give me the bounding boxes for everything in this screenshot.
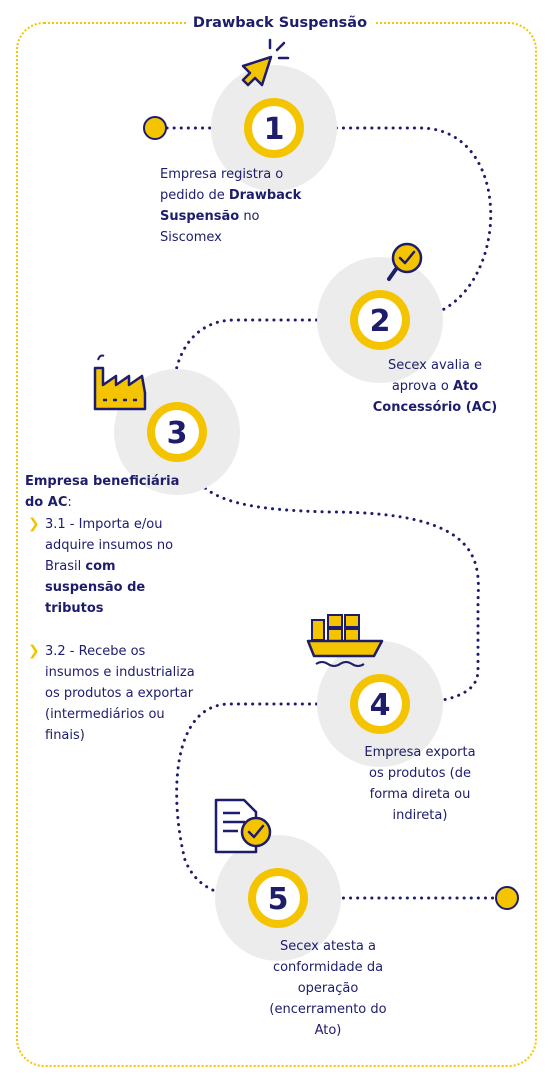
step-3-heading: Empresa beneficiária do AC: xyxy=(25,474,180,510)
step-4-badge: 4 xyxy=(350,674,410,734)
step-1-description: Empresa registra o pedido de Drawback Su… xyxy=(160,167,302,245)
page-title: Drawback Suspensão xyxy=(186,12,374,34)
flow-path xyxy=(165,126,497,900)
start-dot xyxy=(143,116,167,140)
step-1-badge: 1 xyxy=(244,98,304,158)
svg-text:2: 2 xyxy=(370,304,391,339)
step-5-description: Secex atesta a conformidade da operação … xyxy=(269,939,387,1038)
step-3-bullet-2: ❯ 3.2 - Recebe os insumos e industrializ… xyxy=(28,643,195,743)
svg-text:5: 5 xyxy=(268,882,289,917)
svg-text:4: 4 xyxy=(370,688,391,723)
factory-icon xyxy=(93,354,147,411)
chevron-right-icon: ❯ xyxy=(28,643,40,659)
step-2-description: Secex avalia e aprova o Ato Concessório … xyxy=(372,358,498,415)
step-4-description: Empresa exporta os produtos (de forma di… xyxy=(364,745,476,823)
step-3-bullet-1: ❯ 3.1 - Importa e/ou adquire insumos no … xyxy=(28,516,174,616)
step-5-badge: 5 xyxy=(248,868,308,928)
svg-text:3: 3 xyxy=(167,416,188,451)
cursor-click-icon xyxy=(241,38,290,87)
check-circle-icon xyxy=(387,242,423,281)
step-3-badge: 3 xyxy=(147,402,207,462)
document-check-icon xyxy=(214,798,272,854)
end-dot xyxy=(495,886,519,910)
cargo-ship-icon xyxy=(306,614,384,667)
step-2-badge: 2 xyxy=(350,290,410,350)
svg-text:1: 1 xyxy=(264,112,285,147)
chevron-right-icon: ❯ xyxy=(28,516,40,532)
